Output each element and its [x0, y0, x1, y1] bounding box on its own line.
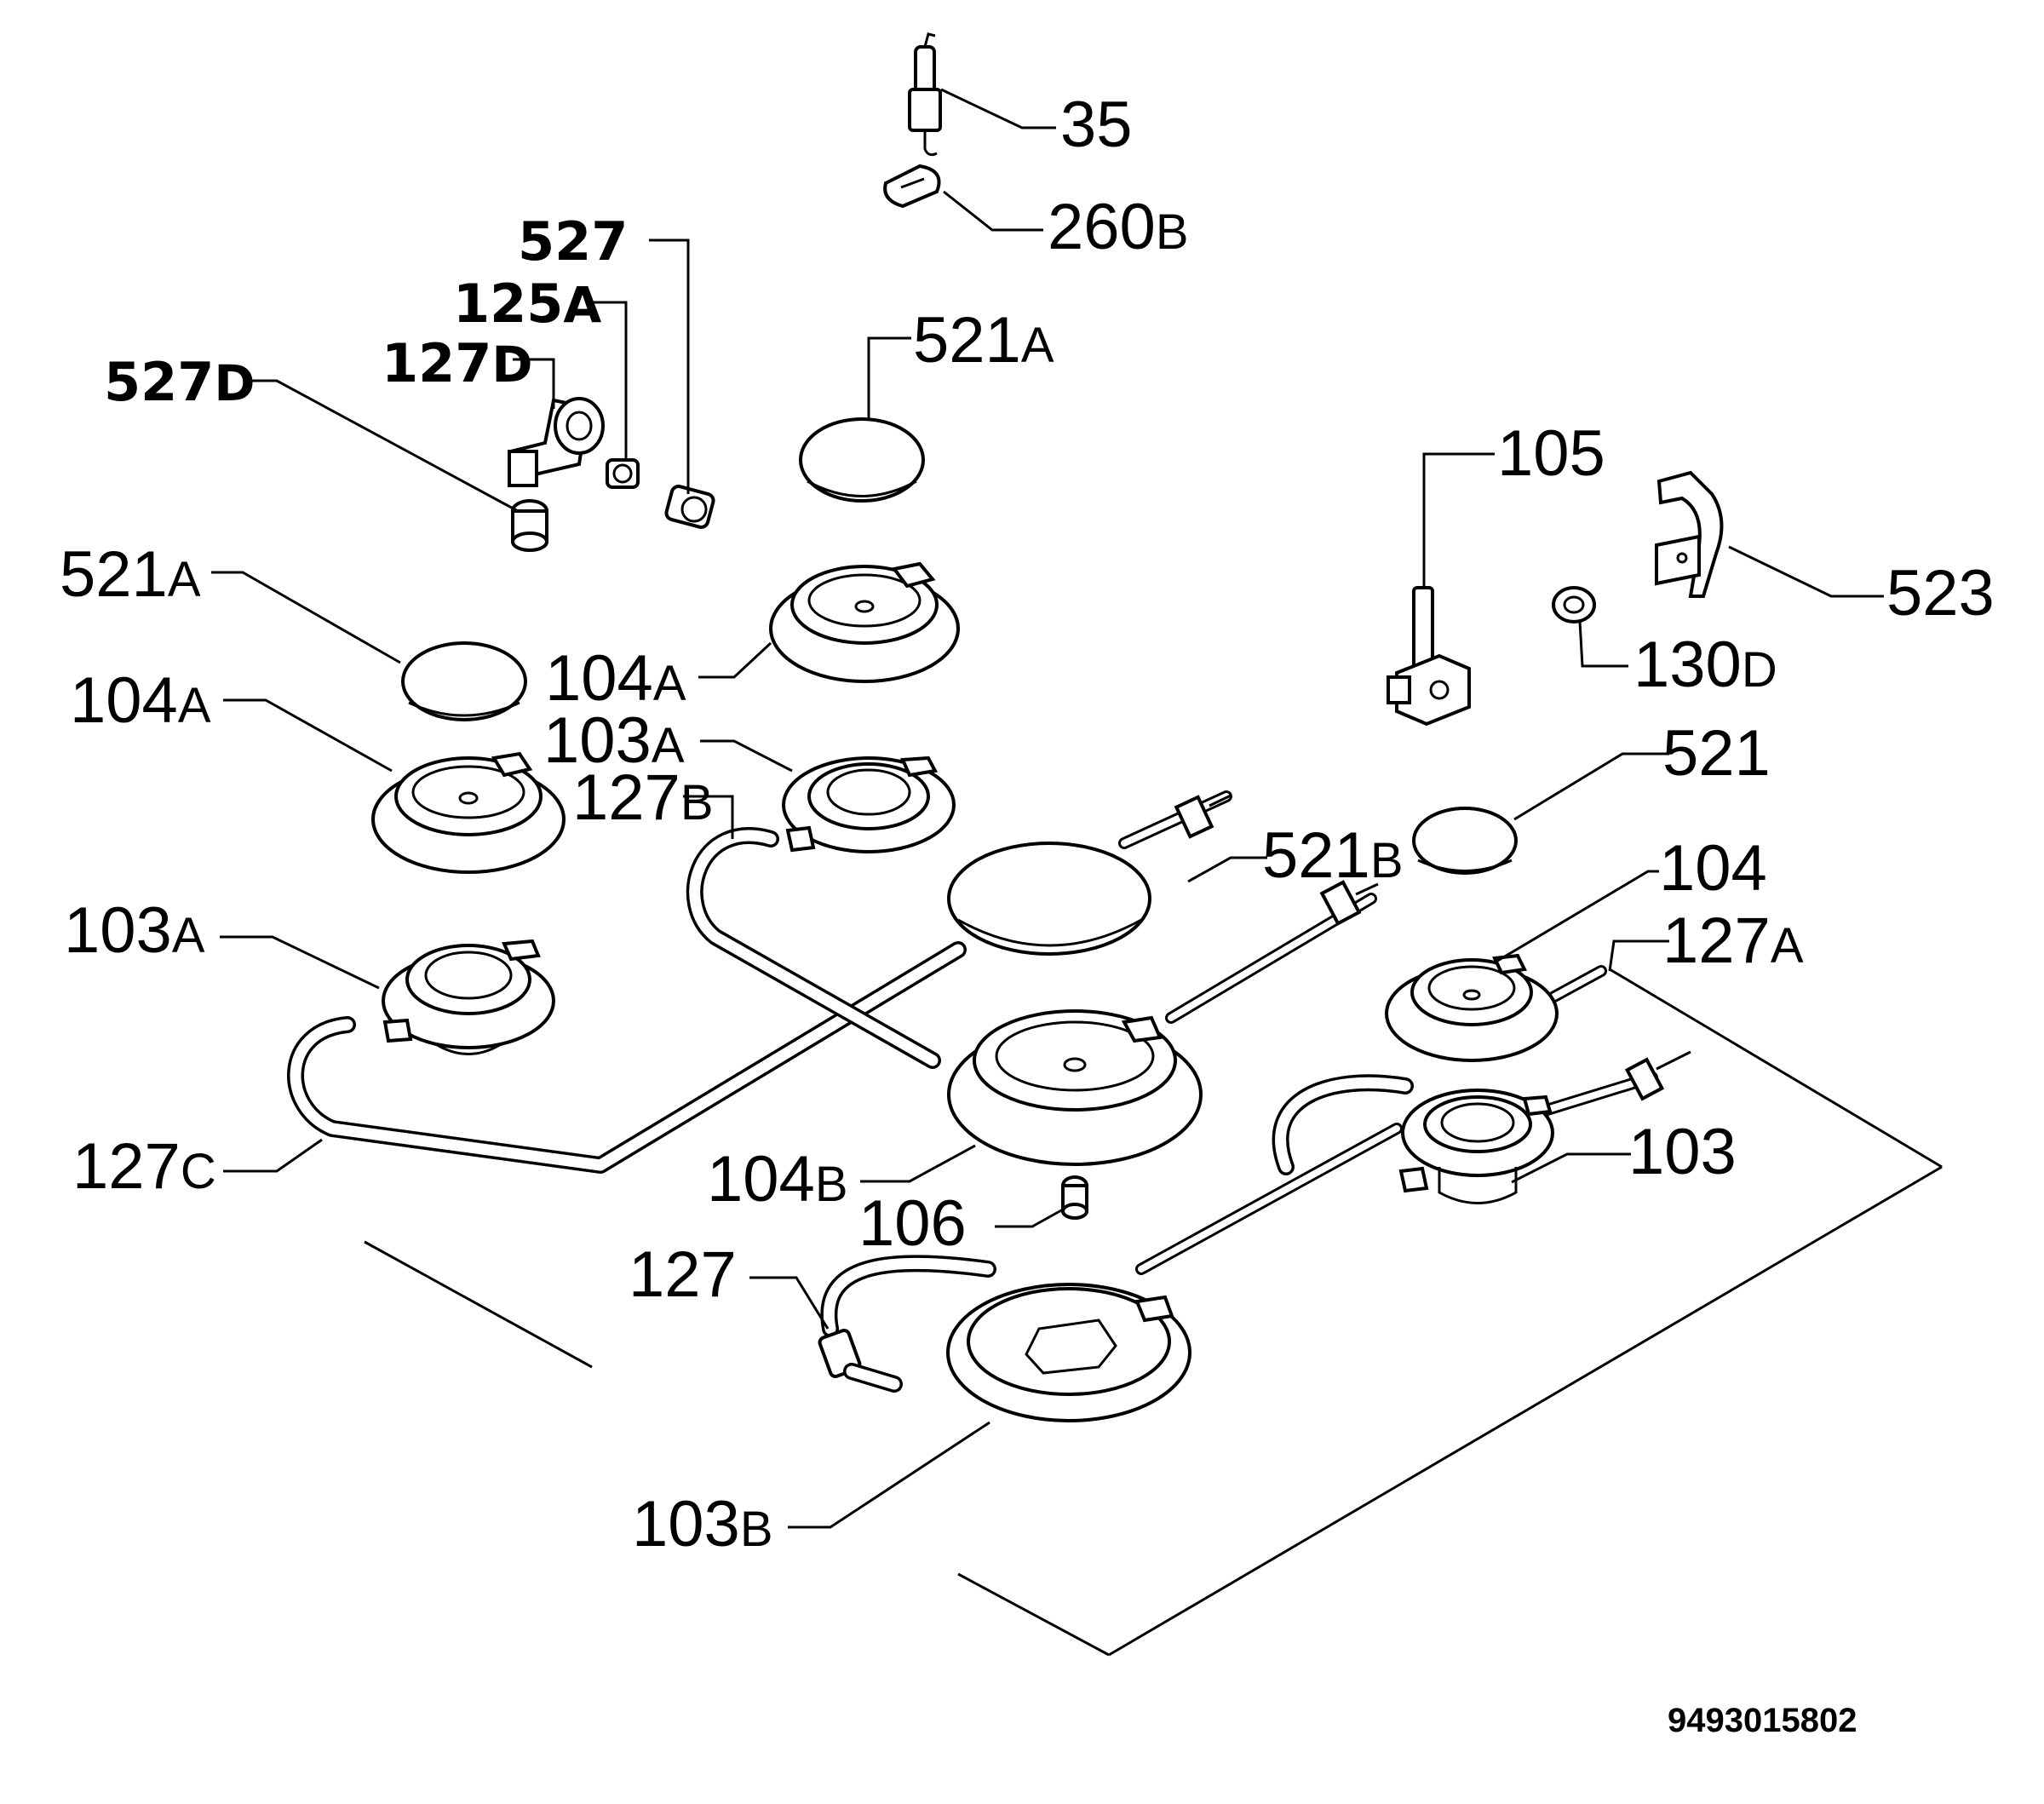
part-104a-left-burner-crown — [371, 751, 566, 874]
label-103: 103 — [1628, 1116, 1737, 1188]
part-105-gas-tap — [1387, 586, 1471, 727]
part-127d-elbow — [508, 397, 605, 487]
part-125a-nut — [606, 458, 640, 489]
label-103a-left: 103A — [64, 894, 205, 967]
pipe-fittings — [1174, 794, 1691, 1101]
part-103a-left-burner-base — [382, 939, 555, 1055]
label-103a-center: 103A — [543, 704, 685, 777]
label-35: 35 — [1060, 89, 1133, 161]
label-127b: 127B — [572, 761, 714, 834]
label-104b: 104B — [707, 1143, 848, 1215]
label-127d: 127D — [382, 332, 533, 394]
part-104-right-burner-crown — [1385, 953, 1559, 1062]
label-103b: 103B — [632, 1488, 773, 1560]
part-103a-center-burner-base — [782, 755, 956, 853]
label-527: 527 — [518, 210, 628, 273]
label-521a-top: 521A — [913, 304, 1054, 376]
part-104a-top-burner-crown — [769, 561, 960, 683]
part-521a-top-cap — [799, 417, 925, 503]
label-130d: 130D — [1633, 629, 1777, 701]
part-labels: 35 260B 527 125A 127D 527D 521A 105 523 … — [60, 89, 1995, 1739]
part-103-right-burner-base — [1398, 1089, 1554, 1204]
label-521b: 521B — [1262, 819, 1404, 892]
part-35-ignition-plug — [908, 32, 942, 157]
gas-pipes — [287, 790, 1658, 1337]
label-106: 106 — [858, 1187, 967, 1260]
label-105: 105 — [1497, 417, 1605, 490]
hob-outline — [364, 968, 1943, 1657]
label-104a-left: 104A — [70, 664, 211, 737]
part-527d-nut — [511, 499, 548, 552]
leader-lines — [211, 88, 1884, 1529]
part-106-injector — [1061, 1175, 1088, 1220]
label-104: 104 — [1659, 832, 1767, 905]
label-104a-center: 104A — [545, 642, 686, 715]
label-521a-left: 521A — [60, 538, 201, 611]
part-527-nut — [664, 485, 715, 529]
part-523-bracket — [1655, 470, 1724, 598]
label-260b: 260B — [1048, 191, 1189, 263]
part-130d-washer — [1552, 586, 1596, 623]
part-260b-clip — [883, 164, 941, 209]
part-127-hose-fitting — [818, 1328, 903, 1393]
label-127: 127 — [629, 1238, 737, 1311]
label-521: 521 — [1662, 717, 1771, 790]
part-521a-left-cap — [401, 641, 527, 721]
part-521-right-cap — [1412, 807, 1518, 875]
drawing-code: 9493015802 — [1668, 1702, 1857, 1739]
label-523: 523 — [1886, 557, 1995, 629]
part-103b-large-burner-base — [946, 1283, 1191, 1422]
label-127c: 127C — [72, 1130, 216, 1203]
part-521b-large-cap — [947, 842, 1151, 956]
label-527d: 527D — [104, 351, 256, 413]
part-104b-large-burner-crown — [947, 1009, 1203, 1166]
label-127a: 127A — [1662, 905, 1804, 977]
label-125a: 125A — [453, 273, 601, 335]
